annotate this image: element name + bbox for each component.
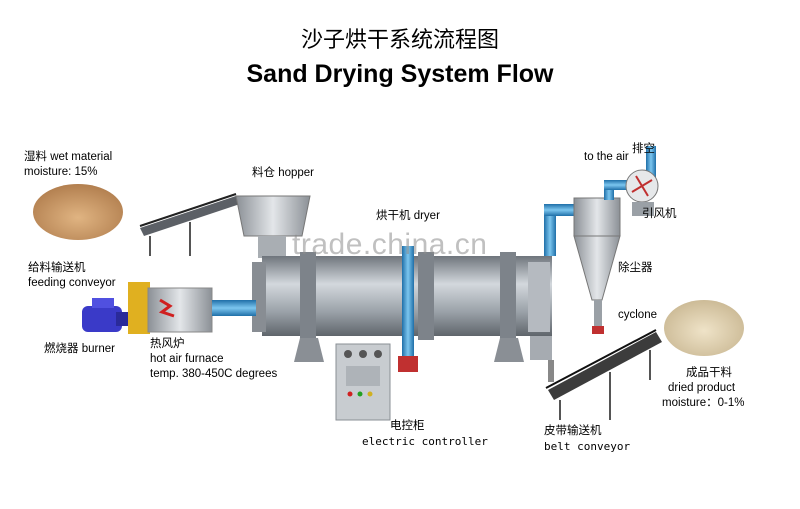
cyclone-graphic: [573, 197, 621, 334]
hot-air-furnace-graphic: [128, 282, 256, 334]
belt-conveyor-graphic: [545, 329, 662, 420]
label-induced-fan: 引风机: [642, 208, 677, 220]
wet-sand-pile: [33, 184, 123, 240]
label-dried-product-cn: 成品干料: [686, 367, 732, 379]
label-controller-cn: 电控柜: [390, 420, 425, 432]
label-controller-en: electric controller: [362, 435, 488, 448]
label-cyclone: cyclone: [618, 309, 657, 321]
label-feeding-conveyor-cn: 给料输送机: [28, 262, 86, 274]
label-dryer: 烘干机 dryer: [376, 210, 440, 222]
label-furnace-temp: temp. 380-450C degrees: [150, 368, 278, 380]
feeding-conveyor-graphic: [139, 193, 240, 256]
diagram-title-english: Sand Drying System Flow: [246, 60, 554, 88]
label-feeding-conveyor-en: feeding conveyor: [28, 277, 116, 289]
watermark-text: trade.china.cn: [292, 228, 488, 261]
label-hopper: 料仓 hopper: [252, 167, 315, 179]
discharge-hood: [530, 336, 554, 382]
diagram-title-chinese: 沙子烘干系统流程图: [300, 28, 499, 53]
dried-sand-pile: [664, 300, 744, 356]
pipe-flange: [398, 356, 418, 372]
burner-graphic: [82, 298, 128, 332]
label-belt-conveyor-cn: 皮带输送机: [544, 425, 602, 437]
label-furnace-en: hot air furnace: [150, 353, 224, 365]
exhaust-and-fan: [604, 146, 659, 216]
drum-supports: [294, 338, 524, 362]
label-wet-material: 湿料 wet material: [24, 151, 113, 163]
electric-cabinet-graphic: [335, 343, 391, 421]
label-dried-product-en: dried product: [668, 382, 736, 394]
label-burner: 燃烧器 burner: [44, 343, 115, 355]
hopper-graphic: [235, 195, 311, 258]
label-belt-conveyor-en: belt conveyor: [544, 440, 631, 453]
label-to-the-air: to the air: [584, 151, 629, 163]
label-furnace-cn: 热风炉: [150, 338, 185, 350]
label-dust-collector: 除尘器: [618, 262, 653, 274]
label-dried-moisture: moisture：0-1%: [662, 397, 745, 409]
label-wet-moisture: moisture: 15%: [24, 166, 98, 178]
label-exhaust: 排空: [632, 143, 655, 155]
blue-pipe-vertical: [402, 246, 414, 358]
duct-to-cyclone: [544, 204, 580, 256]
